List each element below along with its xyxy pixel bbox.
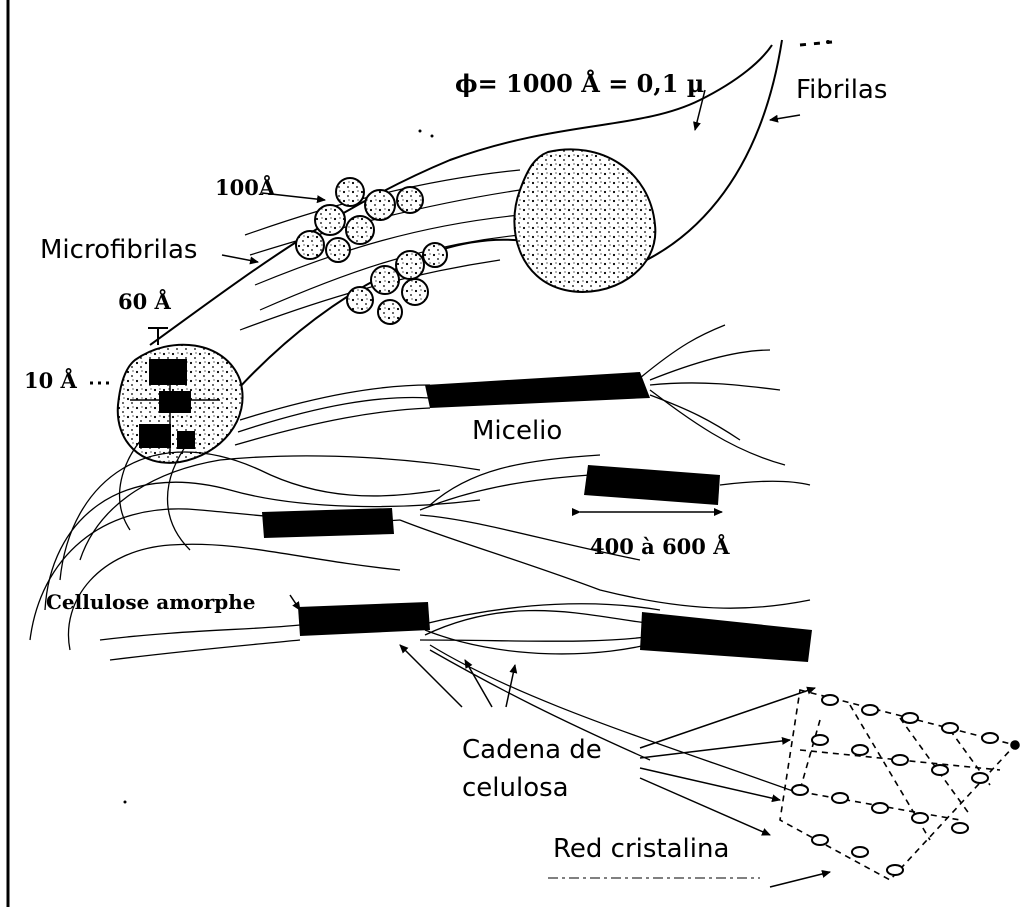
diameter-label: ϕ= 1000 Å = 0,1 µ <box>455 72 704 96</box>
red-cristalina-label: Red cristalina <box>553 836 729 862</box>
fibrilas-label: Fibrilas <box>796 77 887 103</box>
cellulose-amorphe-label: Cellulose amorphe <box>46 592 256 612</box>
size-60-label: 60 Å <box>118 291 171 312</box>
length-range-label: 400 à 600 Å <box>590 536 730 557</box>
size-10-label: 10 Å <box>24 370 77 391</box>
size-100-label: 100Å <box>215 177 275 198</box>
cadena-label-line2: celulosa <box>462 775 569 801</box>
micelio-label: Micelio <box>472 418 562 444</box>
fibril-cross-section <box>514 149 655 292</box>
elementary-fibril-section <box>118 328 243 463</box>
microfibrilas-label: Microfibrilas <box>40 237 197 263</box>
crystal-lattice <box>780 690 1019 880</box>
cadena-label-line1: Cadena de <box>462 737 602 763</box>
